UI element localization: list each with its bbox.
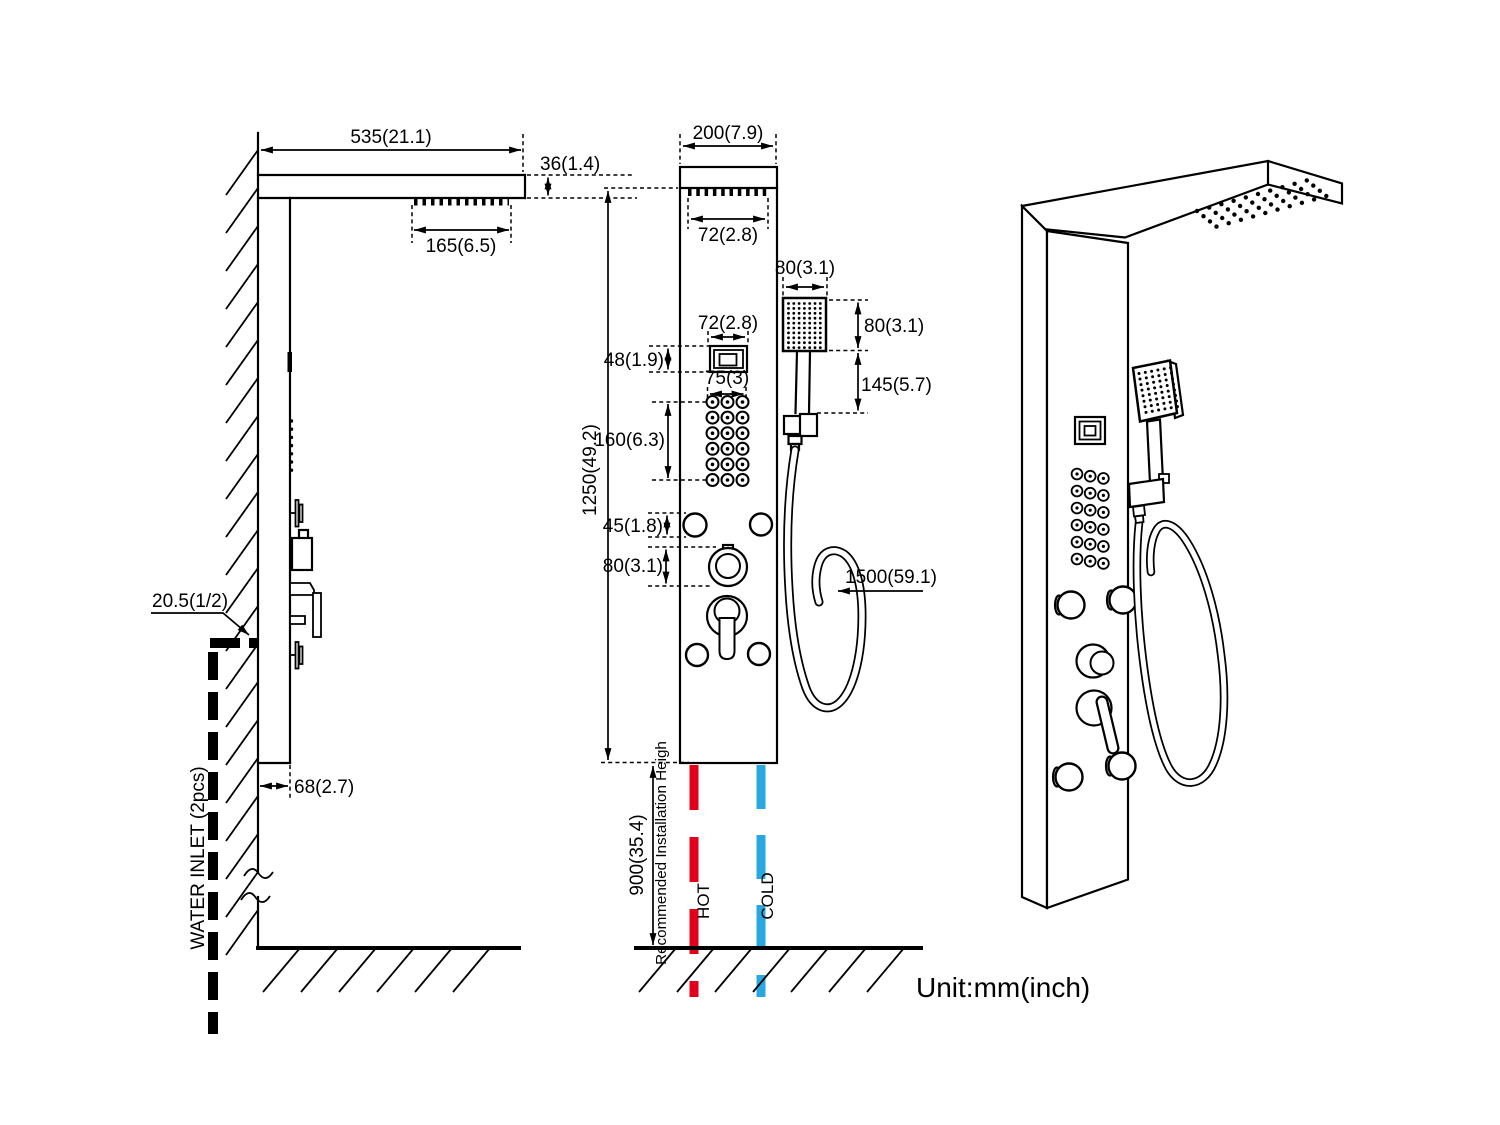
floor-hatching-middle <box>638 947 905 993</box>
display-height-label: 48(1.9) <box>604 350 664 371</box>
rain-nozzles-3d <box>1194 178 1329 229</box>
hand-shower <box>781 296 828 452</box>
shower-bracket <box>782 414 803 436</box>
display-profile <box>287 352 292 372</box>
jets-height-label: 160(6.3) <box>594 430 665 451</box>
front-dimensions: 200(7.9) 72(2.8) 1250(49.2) 72(2.8) 48(1… <box>580 123 937 965</box>
jet-knob-3d-4 <box>1104 751 1137 781</box>
bracket-3d <box>1127 477 1166 509</box>
front-view: 200(7.9) 72(2.8) 1250(49.2) 72(2.8) 48(1… <box>580 123 1090 1003</box>
jet-knob-3d-1 <box>1053 590 1086 620</box>
display-screen <box>708 344 749 374</box>
body-jets <box>705 395 750 487</box>
jet-knob-bottom-right <box>746 641 772 667</box>
side-dimensions: 535(21.1) 36(1.4) 165(6.5) 68(2.7) 20.5(… <box>151 127 637 950</box>
arm-length-label: 535(21.1) <box>350 127 431 148</box>
wall-break-mark <box>243 868 274 879</box>
diverter-profile <box>290 528 314 572</box>
overhead-head-3d <box>1020 159 1344 239</box>
display-3d <box>1073 415 1107 446</box>
hot-label: HOT <box>694 883 713 919</box>
hand-shower-drop-label: 145(5.7) <box>861 375 932 396</box>
panel-width-label: 200(7.9) <box>693 123 764 144</box>
panel-profile <box>256 196 322 765</box>
hose-nut-3d <box>1132 504 1146 518</box>
knob-profile-lower <box>290 641 304 670</box>
knob-offset-label: 45(1.8) <box>603 516 663 537</box>
knob-profile-upper <box>290 499 304 528</box>
shower-hose <box>783 445 867 713</box>
diverter-3d <box>1075 643 1115 679</box>
mixer-profile <box>289 582 322 638</box>
hand-shower-nozzles <box>787 302 822 349</box>
panel-depth-label: 68(2.7) <box>294 777 354 798</box>
display-width-label: 72(2.8) <box>698 313 758 334</box>
water-inlet-label: WATER INLET (2pcs) <box>188 766 209 949</box>
mixer-3d <box>1075 689 1120 755</box>
jet-knob-3d-3 <box>1051 762 1084 792</box>
hose-3d <box>1132 518 1229 787</box>
jet-knob-bottom-left <box>684 642 710 668</box>
panel-height-label: 1250(49.2) <box>580 424 601 516</box>
jet-knob-top-right <box>748 512 774 537</box>
mixer-handle <box>705 594 749 661</box>
panel-side-face-3d <box>1020 203 1049 910</box>
arm-thickness-label: 36(1.4) <box>540 154 600 175</box>
jets-width-label: 75(3) <box>705 368 749 389</box>
jet-knob-3d-2 <box>1105 585 1138 615</box>
install-note-label: Recommended Installation Heigh <box>653 741 670 965</box>
unit-note: Unit:mm(inch) <box>916 972 1090 1003</box>
hand-shower-width-label: 80(3.1) <box>775 258 835 279</box>
spray-zone-label: 165(6.5) <box>426 236 497 257</box>
hose-length-label: 1500(59.1) <box>845 567 937 588</box>
supply-lines: HOT COLD <box>689 765 777 997</box>
water-inlet-pipe <box>208 638 258 1034</box>
cold-label: COLD <box>758 872 777 919</box>
hand-shower-3d <box>1127 359 1185 525</box>
jet-knob-top-left <box>682 512 708 538</box>
panel-front-face-3d <box>1045 229 1130 910</box>
hand-shower-nozzles-3d <box>1137 366 1179 414</box>
hand-shower-height-label: 80(3.1) <box>864 316 924 337</box>
body-jets-3d <box>1070 467 1110 570</box>
body-jets-profile <box>289 419 294 472</box>
diverter-offset-label: 80(3.1) <box>603 556 663 577</box>
floor-hatching-left <box>262 947 491 993</box>
overhead-arm-side <box>256 173 527 206</box>
install-height-label: 900(35.4) <box>627 814 648 895</box>
diverter-knob <box>707 543 749 588</box>
side-view: 535(21.1) 36(1.4) 165(6.5) 68(2.7) 20.5(… <box>151 127 637 1034</box>
hose-nut <box>787 434 803 446</box>
top-spray-width-label: 72(2.8) <box>698 225 758 246</box>
inlet-thread-label: 20.5(1/2) <box>152 591 228 612</box>
wall-hatching <box>225 149 259 956</box>
perspective-view <box>1020 159 1344 910</box>
